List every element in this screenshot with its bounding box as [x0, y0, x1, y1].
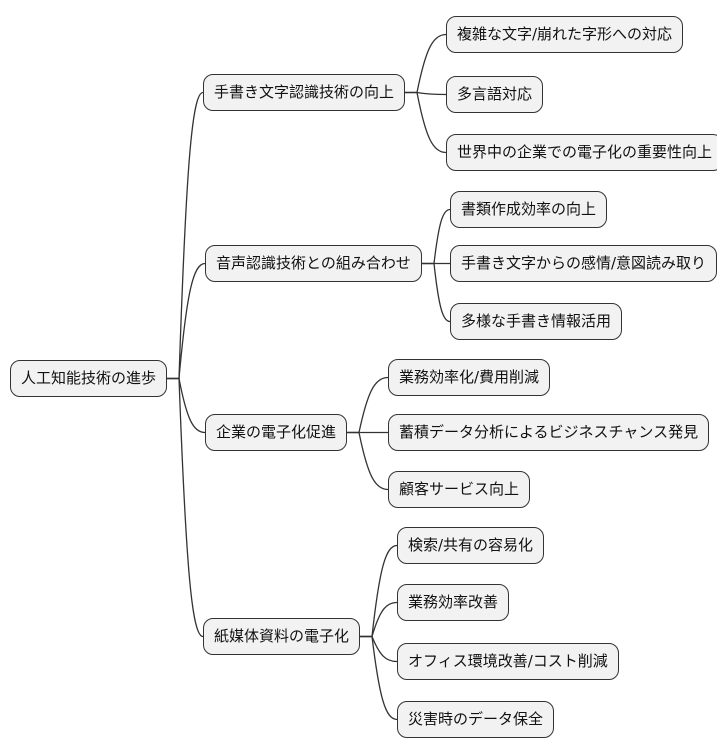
mindmap-leaf-node[interactable]: 検索/共有の容易化: [397, 527, 545, 564]
mindmap-leaf-node[interactable]: 顧客サービス向上: [388, 471, 531, 508]
mindmap-edge: [405, 91, 447, 154]
mindmap-root-node[interactable]: 人工知能技術の進歩: [10, 360, 168, 397]
mindmap-leaf-node[interactable]: 蓄積データ分析によるビジネスチャンス発見: [388, 414, 710, 451]
mindmap-edge: [405, 33, 447, 94]
mindmap-branch-node[interactable]: 企業の電子化促進: [205, 414, 348, 451]
mindmap-edge: [167, 91, 204, 380]
mindmap-edge: [422, 262, 451, 323]
mindmap-leaf-node[interactable]: 多言語対応: [446, 76, 544, 113]
mindmap-edge: [405, 91, 447, 96]
mindmap-leaf-node[interactable]: 複雑な文字/崩れた字形への対応: [446, 16, 684, 53]
mindmap-leaf-node[interactable]: 災害時のデータ保全: [397, 701, 555, 738]
mindmap-leaf-node[interactable]: オフィス環境改善/コスト削減: [397, 643, 619, 680]
mindmap-edge: [422, 208, 451, 265]
mindmap-leaf-node[interactable]: 多様な手書き情報活用: [450, 303, 623, 340]
mindmap-branch-node[interactable]: 紙媒体資料の電子化: [203, 618, 361, 655]
mindmap-branch-node[interactable]: 音声認識技術との組み合わせ: [205, 245, 422, 282]
mindmap-leaf-node[interactable]: 書類作成効率の向上: [450, 191, 608, 228]
mindmap-edge: [167, 377, 204, 638]
mindmap-leaf-node[interactable]: 業務効率化/費用削減: [388, 359, 551, 396]
mindmap-leaf-node[interactable]: 業務効率改善: [397, 584, 510, 621]
mindmap-edge: [167, 377, 206, 434]
mindmap-branch-node[interactable]: 手書き文字認識技術の向上: [203, 74, 406, 111]
mindmap-leaf-node[interactable]: 手書き文字からの感情/意図読み取り: [450, 245, 717, 282]
mindmap-edge: [360, 601, 398, 638]
mindmap-edge: [360, 635, 398, 721]
mindmap-leaf-node[interactable]: 世界中の企業での電子化の重要性向上: [446, 134, 717, 171]
mindmap-edge: [347, 376, 389, 434]
mindmap-edge: [360, 544, 398, 638]
mindmap-edge: [360, 635, 398, 663]
mindmap-edge: [347, 431, 389, 491]
mindmap-edge: [167, 262, 206, 380]
